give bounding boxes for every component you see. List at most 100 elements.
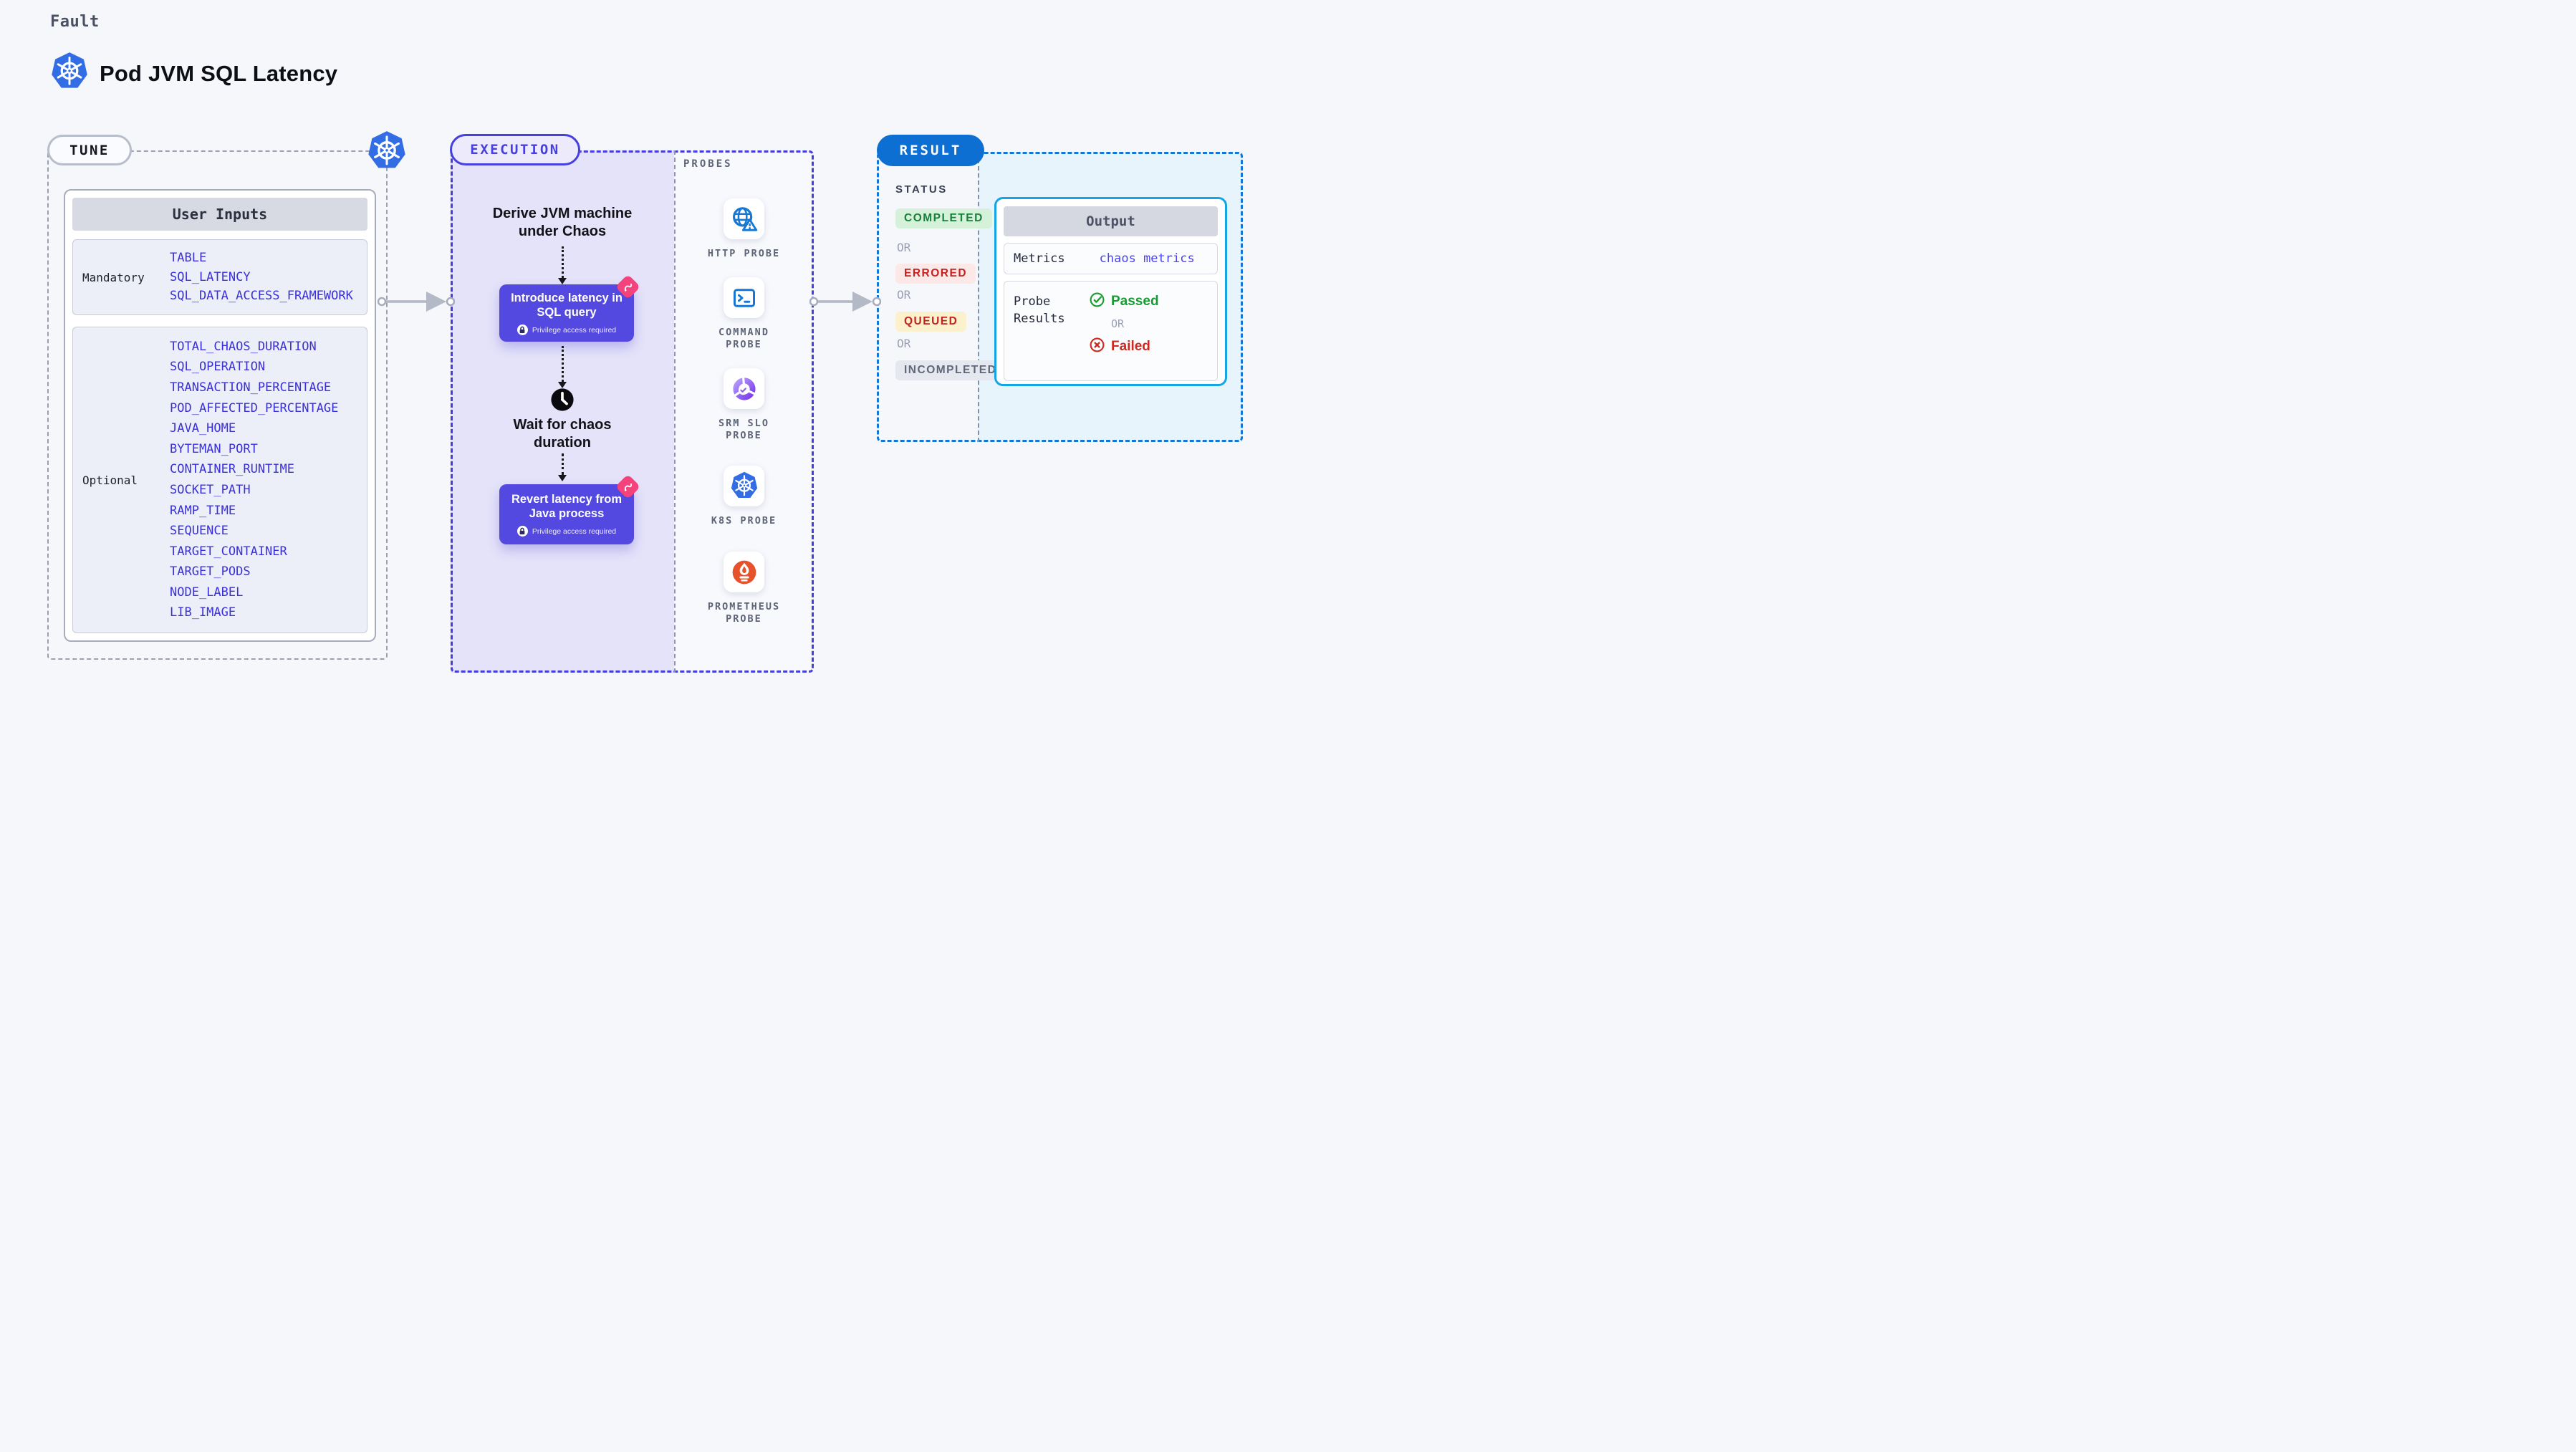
passed-row: Passed [1089,292,1159,311]
input-variable: TABLE [170,250,207,265]
mandatory-inputs-group: Mandatory TABLE SQL_LATENCY SQL_DATA_ACCES… [72,239,367,315]
probe-label: HTTP PROBE [707,248,781,259]
input-variable: TOTAL_CHAOS_DURATION [170,339,317,354]
litmus-chaos-icon [615,473,641,500]
input-variable: SOCKET_PATH [170,482,251,497]
probe-label: COMMAND PROBE [719,327,769,350]
input-variable: SQL_LATENCY [170,269,251,284]
status-or-separator: OR [897,288,911,302]
execution-panel-fill [451,150,674,673]
slo-donut-icon [724,368,764,409]
status-badge-queued: QUEUED [895,312,967,332]
page-title: Pod JVM SQL Latency [100,60,338,86]
probe-k8s: K8S PROBE [674,466,814,527]
execution-badge: EXECUTION [450,134,580,165]
result-badge: RESULT [877,135,984,166]
execution-section-box [451,150,814,673]
probe-prometheus: PROMETHEUS PROBE [674,552,814,625]
kubernetes-icon [50,52,89,95]
flow-connector [562,346,564,382]
execution-to-result-arrow [809,292,881,312]
clock-icon [550,388,575,415]
probes-heading: PROBES [683,158,733,170]
optional-inputs-group: Optional TOTAL_CHAOS_DURATION SQL_OPERATI… [72,327,367,633]
input-variable: TARGET_CONTAINER [170,544,287,559]
prometheus-flame-icon [724,552,764,592]
globe-alert-icon [724,198,764,239]
probe-results-label: Probe Results [1014,294,1065,326]
probe-results-row: Probe Results Passed OR Failed [1004,281,1218,381]
output-card: Output Metrics chaos metrics Probe Resul… [994,197,1227,386]
kubernetes-icon [724,466,764,506]
check-circle-icon [1089,292,1105,311]
input-variable: NODE_LABEL [170,585,244,600]
optional-label: Optional [82,473,138,487]
lock-icon [516,324,528,335]
input-variable: RAMP_TIME [170,503,236,518]
privilege-note: Privilege access required [532,325,617,335]
flow-arrowhead-icon [558,382,567,388]
tune-badge: TUNE [47,135,132,165]
x-circle-icon [1089,337,1105,356]
title-row: Pod JVM SQL Latency [50,52,337,95]
diagram-canvas: Fault Pod JVM SQL Latency TUNE User Inpu… [0,0,1288,726]
privilege-row: Privilege access required [516,324,617,335]
wait-step-text: Wait for chaos duration [513,417,612,451]
status-or-separator: OR [897,241,911,254]
status-heading: STATUS [895,183,948,196]
metrics-value: chaos metrics [1099,251,1195,266]
probe-command: COMMAND PROBE [674,277,814,351]
input-variable: POD_AFFECTED_PERCENTAGE [170,400,339,415]
input-variable: SQL_DATA_ACCESS_FRAMEWORK [170,289,353,304]
revert-latency-step: Revert latency from Java process Privile… [499,484,634,544]
status-badge-completed: COMPLETED [895,208,992,229]
flow-connector [562,453,564,475]
tune-section-box [47,150,388,660]
status-badge-errored: ERRORED [895,264,976,284]
input-variable: BYTEMAN_PORT [170,441,258,456]
input-variable: TARGET_PODS [170,564,251,580]
probe-label: K8S PROBE [711,515,777,527]
probe-label: PROMETHEUS PROBE [707,601,781,625]
flow-arrowhead-icon [558,278,567,284]
probe-results-values: Passed OR Failed [1089,292,1159,356]
input-variable: JAVA_HOME [170,421,236,436]
input-variable: SQL_OPERATION [170,360,266,375]
probe-label: SRM SLO PROBE [719,418,769,441]
input-variable: LIB_IMAGE [170,605,236,620]
failed-label: Failed [1111,338,1150,354]
fault-eyebrow: Fault [50,13,100,31]
lock-icon [516,526,528,537]
output-header: Output [1004,206,1218,236]
metrics-row: Metrics chaos metrics [1004,243,1218,274]
flow-arrowhead-icon [558,475,567,481]
optional-items-list: TOTAL_CHAOS_DURATION SQL_OPERATION TRANSAC… [170,327,367,633]
status-badge-incompleted: INCOMPLETED [895,360,1006,380]
terminal-icon [724,277,764,318]
result-status-divider [978,152,979,442]
user-inputs-header: User Inputs [72,198,367,231]
litmus-chaos-icon [615,274,641,300]
user-inputs-card: User Inputs Mandatory TABLE SQL_LATENCY SQ… [64,189,376,642]
introduce-latency-step: Introduce latency in SQL query Privilege… [499,284,634,342]
status-or-separator: OR [897,337,911,350]
probe-http: HTTP PROBE [674,198,814,260]
execution-probes-divider [674,150,676,673]
input-variable: TRANSACTION_PERCENTAGE [170,380,332,395]
tune-to-execution-arrow [378,292,455,312]
mandatory-items-list: TABLE SQL_LATENCY SQL_DATA_ACCESS_FRAMEWOR… [170,240,367,314]
metrics-label: Metrics [1014,251,1065,266]
passed-label: Passed [1111,293,1159,309]
mandatory-label: Mandatory [82,270,145,284]
introduce-latency-label: Introduce latency in SQL query [511,292,623,319]
kubernetes-icon [367,130,407,172]
privilege-note: Privilege access required [532,527,617,536]
derive-step-text: Derive JVM machine under Chaos [492,206,633,239]
privilege-row: Privilege access required [516,526,617,537]
revert-latency-label: Revert latency from Java process [511,493,623,520]
input-variable: CONTAINER_RUNTIME [170,462,294,477]
probe-results-or: OR [1111,317,1125,330]
flow-connector [562,246,564,278]
result-section-box [877,152,1243,442]
input-variable: SEQUENCE [170,524,229,539]
